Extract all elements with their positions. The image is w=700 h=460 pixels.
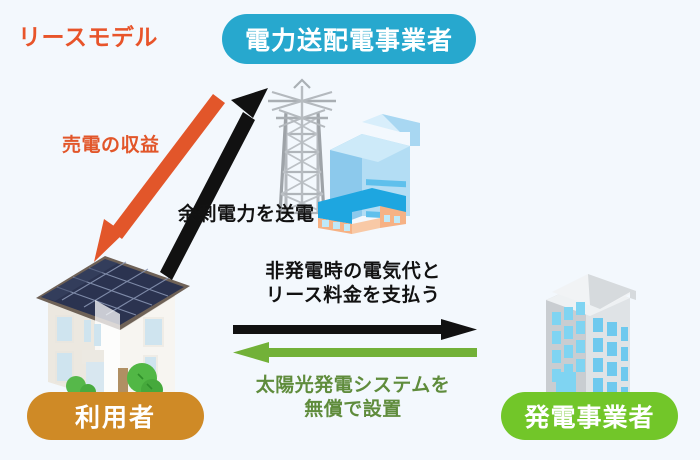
flow-label-free-install-line2: 無償で設置 (304, 399, 402, 421)
node-user[interactable]: 利用者 (27, 392, 204, 440)
flow-label-payment-line1: 非発電時の電気代と (265, 261, 441, 282)
flow-label-surplus-power: 余剰電力を送電 (178, 204, 315, 225)
flow-label-free-install-line1: 太陽光発電システムを (255, 375, 451, 396)
house-with-solar-panels-icon (36, 256, 190, 401)
node-generator[interactable]: 発電事業者 (501, 392, 678, 440)
office-building-icon (546, 274, 636, 400)
transmission-tower-icon (268, 78, 336, 215)
flow-label-free-install: 太陽光発電システムを 無償で設置 (248, 374, 458, 423)
flow-label-sell-revenue: 売電の収益 (62, 135, 160, 156)
node-generator-label: 発電事業者 (524, 404, 655, 432)
flow-label-payment: 非発電時の電気代と リース料金を支払う (248, 260, 458, 309)
node-user-label: 利用者 (74, 404, 156, 432)
node-grid-operator[interactable]: 電力送配電事業者 (222, 14, 476, 64)
node-grid-operator-label: 電力送配電事業者 (244, 27, 453, 55)
page-title: リースモデル (18, 24, 158, 50)
substation-annex-icon (318, 188, 406, 234)
flow-label-payment-line2: リース料金を支払う (265, 285, 441, 307)
